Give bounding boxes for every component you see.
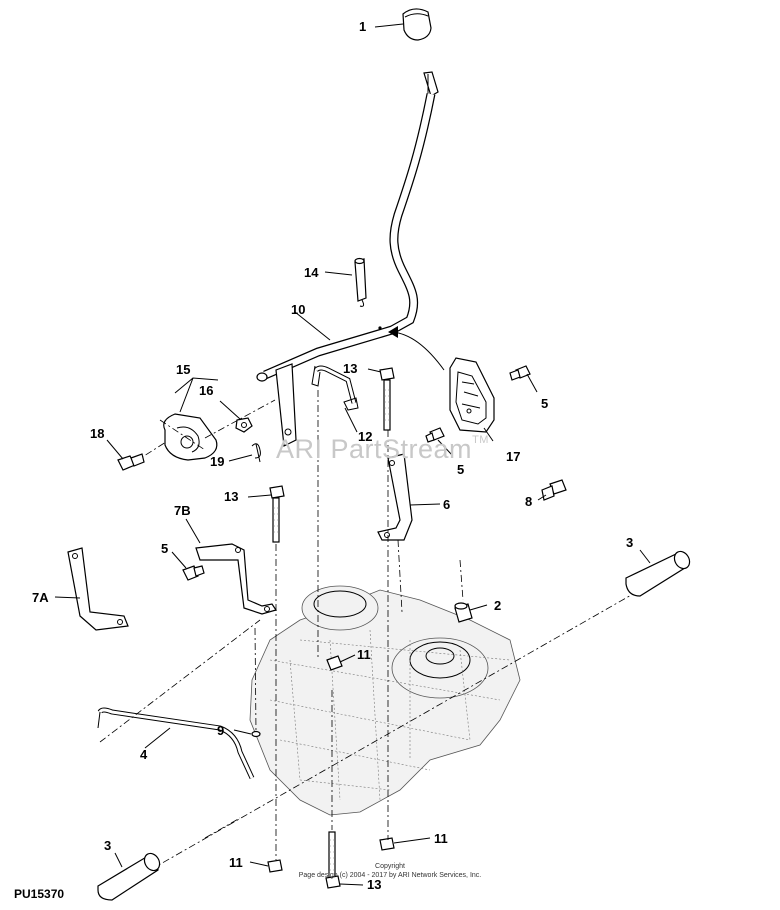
callout-5-lower: 5 [161, 541, 169, 556]
washer-9-part[interactable] [251, 730, 261, 738]
copyright-notice: Copyright Page design (c) 2004 - 2017 by… [290, 862, 490, 880]
callout-14: 14 [304, 265, 319, 280]
bolt-5-mid-part[interactable] [425, 427, 445, 443]
copyright-line-1: Copyright [375, 863, 405, 870]
bent-rod-part[interactable] [311, 365, 359, 411]
axle-sleeve-left-part[interactable] [97, 851, 163, 901]
washer-19-part[interactable] [251, 443, 261, 463]
callout-16: 16 [199, 383, 214, 398]
lever-bracket-part[interactable] [275, 363, 297, 447]
callout-13-upper: 13 [343, 361, 358, 376]
shift-lever-part[interactable] [256, 71, 439, 382]
bracket-7b-part[interactable] [195, 543, 277, 615]
shift-knob-part[interactable] [402, 8, 432, 41]
callout-6: 6 [443, 497, 451, 512]
callout-19: 19 [210, 454, 225, 469]
callout-9: 9 [217, 723, 225, 738]
callout-12: 12 [358, 429, 373, 444]
watermark-text: ARI PartStream [276, 434, 473, 464]
nut-11-middle-part[interactable] [326, 655, 343, 671]
callout-11-bottom-right: 11 [434, 831, 448, 846]
bolt-8-part[interactable] [541, 479, 567, 501]
callout-10: 10 [291, 302, 306, 317]
copyright-line-2: Page design (c) 2004 - 2017 by ARI Netwo… [298, 872, 482, 879]
shift-plate-part[interactable] [449, 357, 495, 433]
callout-3-right: 3 [626, 535, 634, 550]
bracket-7a-part[interactable] [67, 547, 129, 631]
transaxle-assembly[interactable] [249, 585, 521, 816]
callout-1: 1 [359, 19, 367, 34]
watermark-tm: TM [472, 434, 489, 446]
watermark: ARI PartStreamTM [276, 434, 489, 465]
callout-8: 8 [525, 494, 533, 509]
callout-7a: 7A [32, 590, 49, 605]
bolt-5-lower-part[interactable] [182, 565, 205, 581]
plug-2-part[interactable] [454, 602, 473, 623]
callout-11-middle: 11 [357, 647, 371, 662]
callout-2: 2 [494, 598, 502, 613]
callout-5-plate: 5 [541, 396, 549, 411]
bracket-6-part[interactable] [377, 453, 413, 541]
linkage-rod-4-part[interactable] [97, 707, 255, 780]
callout-4: 4 [140, 747, 148, 762]
callout-11-bottom-left: 11 [229, 855, 243, 870]
nut-11-bottom-right-part[interactable] [379, 837, 395, 851]
callout-13-bottom: 13 [367, 877, 382, 892]
callout-18: 18 [90, 426, 105, 441]
bolt-13-middle-part[interactable] [269, 485, 285, 543]
bolt-13-upper-part[interactable] [379, 367, 395, 431]
spring-pin-part[interactable] [354, 257, 367, 307]
callout-5-mid: 5 [457, 462, 465, 477]
axle-sleeve-right-part[interactable] [625, 549, 693, 597]
callout-13-middle: 13 [224, 489, 239, 504]
nut-16-part[interactable] [235, 417, 253, 433]
figure-id: PU15370 [14, 887, 65, 901]
bolt-5-plate-part[interactable] [509, 365, 531, 381]
bolt-18-part[interactable] [117, 453, 145, 471]
callout-3-left: 3 [104, 838, 112, 853]
callout-17: 17 [506, 449, 521, 464]
damper-cam-part[interactable] [163, 413, 218, 461]
bolt-13-bottom-part[interactable] [325, 831, 341, 889]
callout-15: 15 [176, 362, 191, 377]
nut-11-bottom-left-part[interactable] [267, 859, 283, 873]
callout-7b: 7B [174, 503, 191, 518]
